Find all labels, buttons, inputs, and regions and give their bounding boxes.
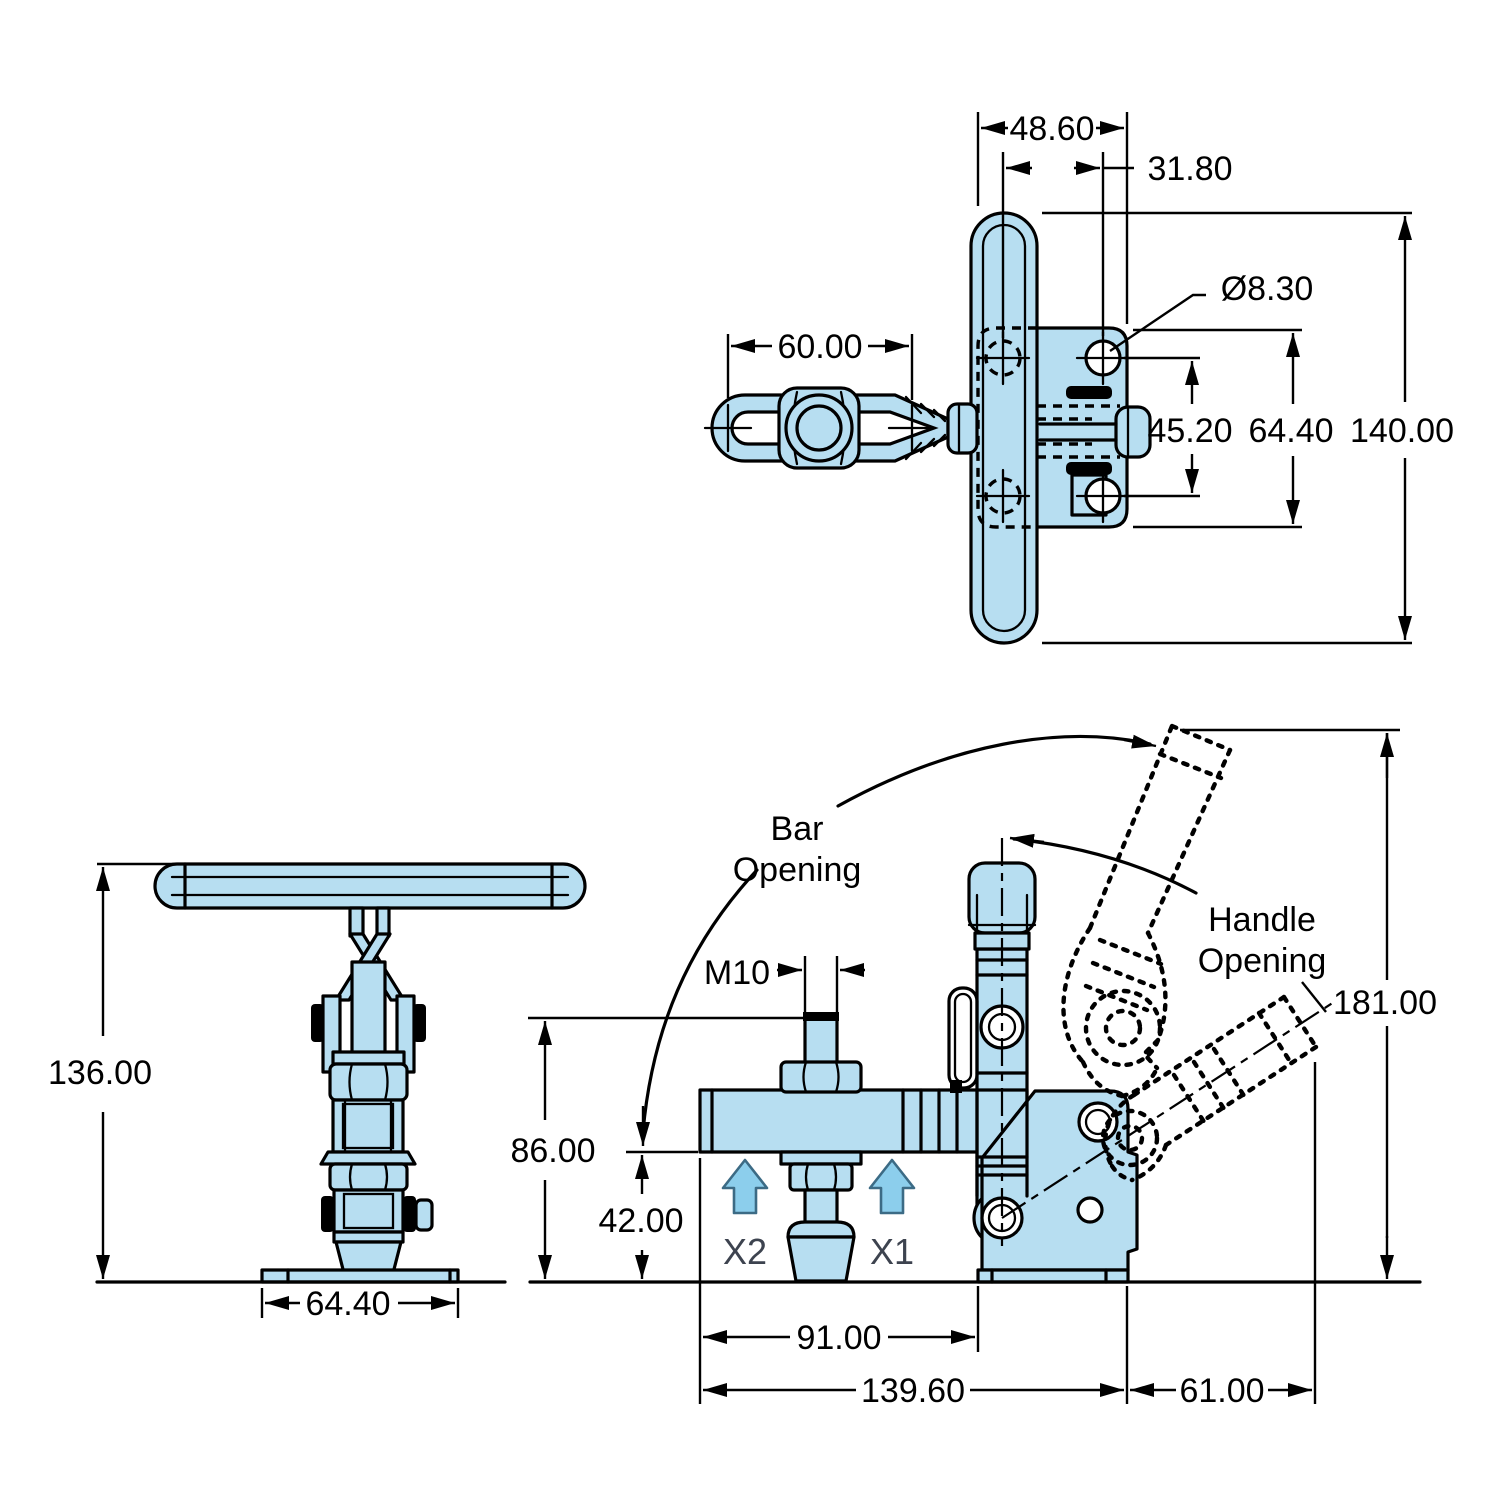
dim-48-60: 48.60: [976, 110, 1129, 324]
arm-pivot-cross: [887, 403, 937, 453]
dim-label-60: 60.00: [777, 328, 862, 366]
spindle-end-cap: [1114, 405, 1152, 459]
label-bar-opening-1: Bar: [771, 810, 824, 848]
spindle-side: [779, 1012, 863, 1283]
front-view: 136.00 64.40: [48, 862, 587, 1323]
dim-label-136: 136.00: [48, 1054, 152, 1092]
clamp-arm-top: [703, 386, 979, 470]
x2-arrow-icon: [721, 1158, 769, 1215]
dim-60-00: 60.00: [726, 328, 914, 400]
dim-label-140: 140.00: [1350, 412, 1454, 450]
dim-136-00: 136.00: [48, 862, 182, 1279]
dim-64-40-front: 64.40: [260, 1285, 460, 1323]
dim-91-00: 91.00: [698, 1158, 980, 1404]
dim-label-42: 42.00: [598, 1202, 683, 1240]
dim-label-dia-8-30: Ø8.30: [1221, 270, 1314, 308]
spindle-foot: [786, 1235, 856, 1283]
bar-side: [698, 1088, 980, 1154]
dim-label-64-40-front: 64.40: [305, 1285, 390, 1323]
spindle-clip-top: [1066, 386, 1112, 399]
dim-label-61: 61.00: [1179, 1372, 1264, 1410]
plate-holes: [975, 330, 1131, 524]
label-x1: X1: [870, 1231, 914, 1272]
dim-m10: M10: [704, 954, 865, 1014]
swing-arcs: [636, 734, 1198, 1146]
label-handle-opening-1: Handle: [1208, 901, 1316, 939]
dim-hole-dia: Ø8.30: [1109, 270, 1314, 352]
dim-45-20: 45.20: [1124, 356, 1233, 498]
dim-label-64-40-top: 64.40: [1248, 412, 1333, 450]
phantom-handle-2: [1100, 994, 1319, 1183]
dim-61-00: 61.00: [1130, 1062, 1317, 1410]
dim-140-00: 140.00: [1042, 211, 1454, 645]
dim-label-91: 91.00: [796, 1319, 881, 1357]
dim-31-80: 31.80: [1001, 150, 1233, 338]
dim-label-48-60: 48.60: [1009, 110, 1094, 148]
dim-label-31-80: 31.80: [1147, 150, 1232, 188]
dim-64-40-top: 64.40: [1133, 328, 1334, 529]
base-flange: [260, 1268, 460, 1284]
dim-label-m10: M10: [704, 954, 770, 992]
spring-clip: [947, 986, 979, 1093]
dim-label-139-60: 139.60: [861, 1372, 965, 1410]
phantom-handle-1: [1061, 723, 1233, 1099]
spindle-position-arrows: X2 X1: [721, 1158, 916, 1272]
label-handle-opening-2: Opening: [1198, 942, 1327, 980]
dim-label-45-20: 45.20: [1147, 412, 1232, 450]
dim-139-60: 139.60: [703, 1286, 1129, 1410]
side-view: X2 X1 Bar Opening Handle Opening M10 86.…: [510, 723, 1437, 1410]
t-handle: [153, 862, 587, 910]
spindle-clip-bottom: [1066, 462, 1112, 475]
front-nut-lower: [328, 1162, 409, 1192]
arm-nut: [777, 386, 861, 470]
arm-end-cross: [703, 403, 753, 453]
label-x2: X2: [723, 1231, 767, 1272]
dim-label-181: 181.00: [1333, 984, 1437, 1022]
handle-open-centerline: [1001, 1001, 1335, 1219]
front-nut-upper: [328, 1062, 409, 1102]
dim-86-00: 86.00: [510, 1016, 812, 1279]
x1-arrow-icon: [868, 1158, 916, 1215]
top-view: 60.00 48.60 31.80 Ø8.30 45.20: [703, 110, 1454, 645]
dim-label-86: 86.00: [510, 1132, 595, 1170]
dim-181-00: 181.00: [1180, 728, 1437, 1279]
label-bar-opening-2: Opening: [733, 851, 862, 889]
clamp-body-front: [311, 906, 434, 1283]
dim-42-00: 42.00: [598, 1150, 698, 1279]
